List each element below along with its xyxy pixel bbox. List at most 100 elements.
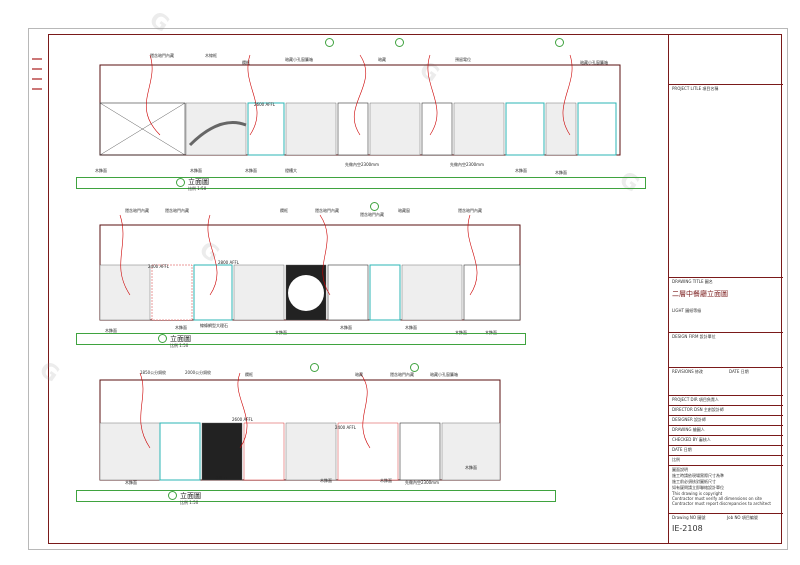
annotation-label: 暗藏: [355, 372, 363, 377]
elevation-title: 立面圖: [188, 178, 209, 186]
drawing-title: 二層中餐廳立面圖: [672, 290, 728, 298]
section-marker: [325, 38, 334, 47]
section-marker: [310, 363, 319, 372]
section-marker: [410, 363, 419, 372]
design-firm-row: DESIGN FIRM 設計單位: [669, 332, 783, 367]
dimension-label: 木飾面: [275, 330, 287, 335]
annotation-label: 暗藏小孔窗簾箱: [430, 372, 458, 377]
designer-label: DESIGNER 設計師: [672, 417, 706, 422]
annotation-label: 欄框: [242, 60, 250, 65]
dimension-label: 木飾面: [455, 330, 467, 335]
elevation-title-bar: [76, 490, 556, 502]
note-line: 施工時請依現場實際尺寸為準: [672, 473, 724, 478]
job-no-label: Job NO 項目編號: [727, 515, 758, 520]
annotation-label: 預留電位: [455, 57, 471, 62]
revisions-row: REVISIONS 修改 DATE 日期: [669, 367, 783, 395]
drawing-number-row: Drawing NO 圖號 Job NO 項目編號 IE-2108: [669, 513, 783, 544]
annotation-label: 隱含暗門內藏: [315, 208, 339, 213]
scale-row: 比例: [669, 455, 783, 465]
checked-row: CHECKED BY 審核人: [669, 435, 783, 445]
dimension-label: 先做內空2300mm: [405, 480, 439, 485]
annotation-label: 隱含暗門內藏: [360, 212, 384, 217]
dimension-label: 木飾面: [405, 325, 417, 330]
note-line: 施工前必須核對圖紙尺寸: [672, 479, 716, 484]
dimension-label: 先做內空2300mm: [450, 162, 484, 167]
annotation-label: 暗藏小孔窗簾箱: [580, 60, 608, 65]
margin-tick: [32, 88, 42, 90]
dimension-label: 2600 AFFL: [232, 417, 254, 422]
elevation-title-bar: [76, 333, 526, 345]
dimension-label: 2400 AFFL: [335, 425, 357, 430]
note-line: This drawing is copyright: [672, 491, 723, 496]
dimension-label: 木飾面: [380, 478, 392, 483]
dimension-label: 木飾面: [175, 325, 187, 330]
elevation-marker: [176, 178, 185, 187]
annotation-label: 隱含暗門內藏: [125, 208, 149, 213]
dimension-label: 燈槽大: [285, 168, 297, 173]
annotation-label: 隱含暗門內藏: [458, 208, 482, 213]
dimension-label: 木飾面: [125, 480, 137, 485]
checked-label: CHECKED BY 審核人: [672, 437, 711, 442]
elevation-title-bar: [76, 177, 646, 189]
annotation-label: 隱含暗門內藏: [150, 53, 174, 58]
revisions-label: REVISIONS 修改: [672, 369, 703, 374]
dimension-label: 2800 AFFL: [218, 260, 240, 265]
project-title-row: PROJECT LITLE 項目名稱: [669, 84, 783, 264]
drawing-title-row: DRAWING TITLE 圖名 二層中餐廳立面圖 LIGHT 圖紙等級: [669, 277, 783, 332]
elevation-title: 立面圖: [170, 335, 191, 343]
design-firm-label: DESIGN FIRM 設計單位: [672, 334, 716, 339]
annotation-label: 欄框: [280, 208, 288, 213]
elevation-1-drawing: [99, 54, 621, 156]
dimension-label: 木飾面: [555, 170, 567, 175]
annotation-label: 2000公分銅紋: [185, 370, 212, 375]
dimension-label: 木飾面: [190, 168, 202, 173]
margin-tick: [32, 68, 42, 70]
scale-label: 比例: [672, 457, 680, 462]
notes-row: 圖面說明 施工時請依現場實際尺寸為準 施工前必須核對圖紙尺寸 如有疑問請立即聯絡…: [669, 465, 783, 513]
dimension-label: 木飾面: [95, 168, 107, 173]
dimension-label: 木飾面: [215, 475, 227, 480]
annotation-label: 隱含暗門內藏: [165, 208, 189, 213]
annotation-label: 1850公分銅紋: [140, 370, 167, 375]
elevation-marker: [168, 491, 177, 500]
drawing-by-label: DRAWING 繪圖人: [672, 427, 705, 432]
dimension-label: 木飾面: [465, 465, 477, 470]
annotation-label: 暗藏窗: [398, 208, 410, 213]
note-line: Contractor must report discrepancies to …: [672, 501, 771, 506]
elevation-marker: [158, 334, 167, 343]
annotation-label: 暗藏小孔窗簾箱: [285, 57, 313, 62]
drawing-number: IE-2108: [672, 524, 703, 533]
section-marker: [555, 38, 564, 47]
dimension-label: 線條網型大理石: [200, 323, 228, 328]
director-row: DIRECTOR DSN 主創設計師: [669, 405, 783, 415]
note-line: Contractor must verify all dimensions on…: [672, 496, 762, 501]
drawing-title-label: DRAWING TITLE 圖名: [672, 279, 713, 284]
dimension-label: 木飾面: [340, 325, 352, 330]
outer-border: [28, 28, 788, 550]
dimension-label: 木飾面: [245, 168, 257, 173]
dimension-label: 木飾面: [515, 168, 527, 173]
elevation-3-drawing: [99, 372, 501, 481]
designer-row: DESIGNER 設計師: [669, 415, 783, 425]
date2-label: DATE 日期: [672, 447, 692, 452]
drawing-row: DRAWING 繪圖人: [669, 425, 783, 435]
elevation-scale: 比例 1:50: [180, 500, 199, 505]
title-block: PROJECT LITLE 項目名稱 DRAWING TITLE 圖名 二層中餐…: [668, 34, 783, 544]
dimension-label: 2600 AFFL: [254, 102, 276, 107]
elevation-title: 立面圖: [180, 492, 201, 500]
dimension-label: 木飾面: [485, 330, 497, 335]
dimension-label: 木飾面: [105, 328, 117, 333]
elevation-scale: 比例 1:50: [170, 343, 189, 348]
dimension-label: 先做內空2300mm: [345, 162, 379, 167]
project-dir-row: PROJECT DIR 項目負責人: [669, 395, 783, 405]
note-line: 如有疑問請立即聯絡設計單位: [672, 485, 724, 490]
annotation-label: 欄框: [245, 372, 253, 377]
annotation-label: 暗藏: [378, 57, 386, 62]
elevation-scale: 比例 1:50: [188, 186, 207, 191]
date-label: DATE 日期: [729, 369, 749, 374]
project-title-label: PROJECT LITLE 項目名稱: [672, 86, 719, 91]
margin-tick: [32, 58, 42, 60]
director-label: DIRECTOR DSN 主創設計師: [672, 407, 724, 412]
annotation-label: 隱含暗門內藏: [390, 372, 414, 377]
